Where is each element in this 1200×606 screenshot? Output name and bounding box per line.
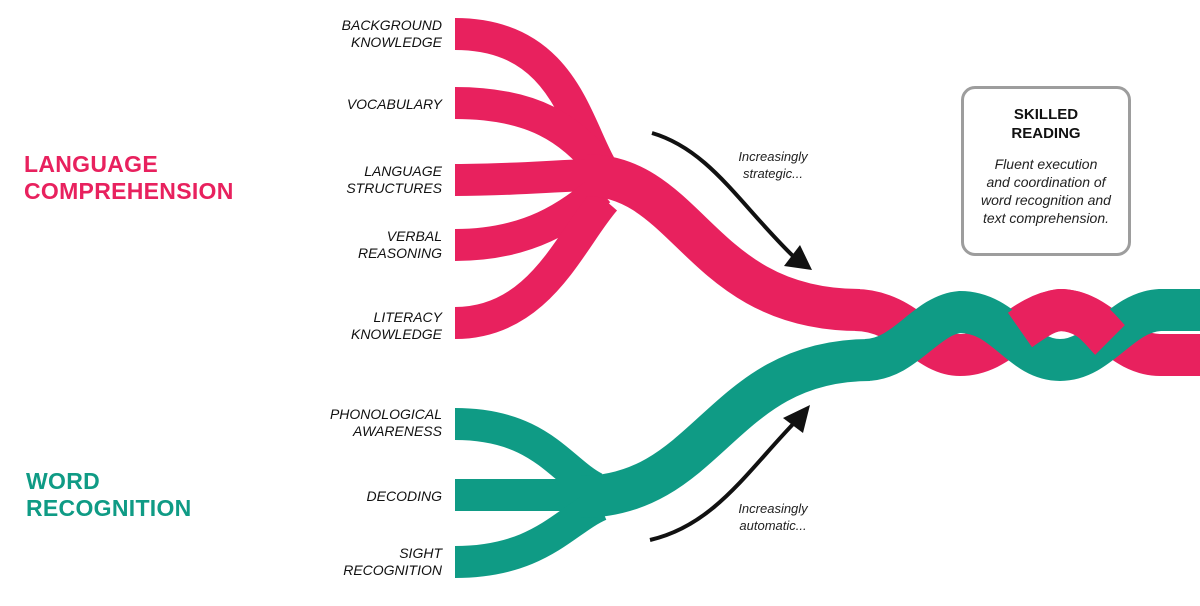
language-comprehension-strands [454,18,861,339]
strand-label-line1: LANGUAGE [364,163,442,179]
skilled-reading-title-line1: SKILLED [1013,106,1079,123]
language-comprehension-title-line1: LANGUAGE [24,151,159,177]
strand-label-line2: KNOWLEDGE [350,326,442,342]
word-recognition-title: WORD RECOGNITION [26,468,192,522]
word-main-strand [579,339,871,518]
strand-label-phonological-awareness: PHONOLOGICAL AWARENESS [330,406,442,440]
automatic-arrow [649,418,799,542]
strand-label-decoding: DECODING [367,488,442,505]
word-recognition-strands [454,339,871,578]
language-comprehension-title: LANGUAGE COMPREHENSION [24,151,234,205]
skilled-reading-box: SKILLED READING Fluent execution and coo… [961,86,1131,256]
strand-label-line1: VOCABULARY [346,96,442,112]
braided-rope [853,288,1200,382]
braid-pink-overlap [1007,288,1126,355]
strand-label-line2: REASONING [357,245,442,261]
skilled-reading-title: SKILLED READING [964,105,1128,143]
strand-label-line2: KNOWLEDGE [350,34,442,50]
strand-language-structures [454,159,601,196]
strand-label-sight-recognition: SIGHT RECOGNITION [343,545,442,579]
strand-label-line2: STRUCTURES [346,180,442,196]
strand-label-language-structures: LANGUAGE STRUCTURES [346,163,442,197]
skilled-reading-description-line: and coordination of [986,174,1106,190]
strand-label-line2: AWARENESS [353,423,442,439]
word-recognition-title-line1: WORD [26,468,101,494]
strategic-arrow [651,131,797,260]
strand-label-background-knowledge: BACKGROUND KNOWLEDGE [342,17,442,51]
skilled-reading-description: Fluent execution and coordination of wor… [964,155,1128,227]
strategic-annotation: Increasingly strategic... [713,148,833,182]
strand-label-vocabulary: VOCABULARY [347,96,442,113]
skilled-reading-description-line: Fluent execution [994,156,1098,172]
skilled-reading-description-line: word recognition and [981,192,1111,208]
word-recognition-title-line2: RECOGNITION [26,495,192,521]
strand-phonological-awareness [454,408,603,503]
strand-label-line1: DECODING [366,488,442,504]
strand-vocabulary [454,87,613,176]
strand-label-line1: SIGHT [399,545,442,561]
arrows [649,131,812,542]
strand-label-line1: VERBAL [386,228,442,244]
automatic-annotation: Increasingly automatic... [713,500,833,534]
strand-literacy-knowledge [454,189,618,339]
strand-label-line1: BACKGROUND [341,17,442,33]
strategic-annotation-line2: strategic... [743,166,803,181]
strategic-annotation-line1: Increasingly [738,149,808,164]
strand-label-line1: PHONOLOGICAL [329,406,442,422]
strategic-arrowhead [784,245,812,270]
language-main-strand [583,154,861,331]
skilled-reading-description-line: text comprehension. [982,210,1110,226]
strand-sight-recognition [454,490,607,578]
automatic-annotation-line1: Increasingly [738,501,808,516]
strand-label-literacy-knowledge: LITERACY KNOWLEDGE [351,309,442,343]
automatic-arrowhead [783,405,810,433]
strand-label-line2: RECOGNITION [343,562,442,578]
strand-label-verbal-reasoning: VERBAL REASONING [358,228,442,262]
language-comprehension-title-line2: COMPREHENSION [24,178,234,204]
skilled-reading-title-line2: READING [1011,125,1081,142]
strand-label-line1: LITERACY [373,309,442,325]
automatic-annotation-line2: automatic... [739,518,807,533]
